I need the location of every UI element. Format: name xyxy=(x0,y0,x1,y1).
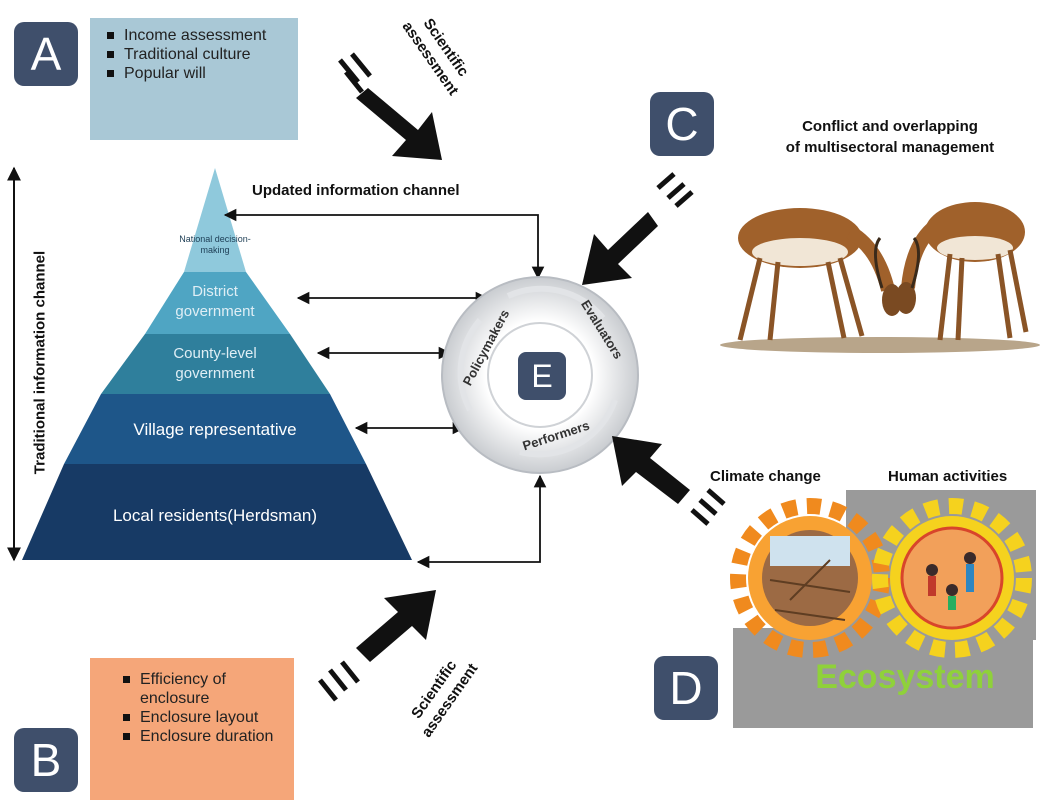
panel-a-item: Popular will xyxy=(102,64,292,83)
scientific-assessment-arrow-bottom xyxy=(318,590,436,702)
climate-change-label: Climate change xyxy=(710,468,821,485)
pyramid-label-county: County-level government xyxy=(173,345,257,382)
panel-c-badge: C xyxy=(650,92,714,156)
human-activities-label: Human activities xyxy=(888,468,1008,485)
pyramid-label-village: Village representative xyxy=(133,420,297,439)
pyramid-label-residents: Local residents(Herdsman) xyxy=(112,506,318,525)
scientific-assessment-arrow-top xyxy=(338,52,442,160)
panel-a-list: Income assessment Traditional culture Po… xyxy=(102,26,292,83)
panel-c-title: Conflict and overlapping of multisectora… xyxy=(740,116,1040,158)
fighting-gazelles-illustration xyxy=(720,202,1040,353)
ecosystem-illustration xyxy=(730,490,1036,728)
human-gear xyxy=(872,498,1032,658)
panel-c-title-line2: of multisectoral management xyxy=(785,139,995,156)
panel-b-item: Efficiency of enclosure xyxy=(118,670,288,708)
panel-b-box: Efficiency of enclosure Enclosure layout… xyxy=(90,658,294,800)
pyramid xyxy=(22,168,412,560)
pyramid-level-residents xyxy=(22,464,412,560)
traditional-channel-label: Traditional information channel xyxy=(31,250,49,475)
pyramid-level-district xyxy=(145,272,290,334)
panel-e-badge: E xyxy=(518,352,566,400)
panel-d-letter: D xyxy=(669,662,703,714)
pyramid-label-district: District government xyxy=(175,283,255,320)
updated-channel-label: Updated information channel xyxy=(252,182,460,199)
panel-c-title-line1: Conflict and overlapping xyxy=(802,118,978,135)
panel-b-list: Efficiency of enclosure Enclosure layout… xyxy=(118,670,288,746)
ecosystem-label: Ecosystem xyxy=(815,658,995,696)
panel-b-letter: B xyxy=(30,734,62,786)
panel-a-item: Income assessment xyxy=(102,26,292,45)
panel-c-letter: C xyxy=(665,98,699,150)
pyramid-level-national xyxy=(184,168,246,272)
panel-b-item: Enclosure layout xyxy=(118,708,288,727)
pyramid-label-national: National decision-making xyxy=(179,234,251,255)
panel-a-box: Income assessment Traditional culture Po… xyxy=(90,18,298,140)
panel-b-item: Enclosure duration xyxy=(118,727,288,746)
panel-a-badge: A xyxy=(14,22,78,86)
panel-e-letter: E xyxy=(531,357,553,394)
climate-human-arrow xyxy=(612,436,726,526)
panel-a-item: Traditional culture xyxy=(102,45,292,64)
panel-a-letter: A xyxy=(30,28,62,80)
climate-gear xyxy=(730,498,890,658)
panel-b-badge: B xyxy=(14,728,78,792)
panel-d-badge: D xyxy=(654,656,718,720)
updated-channel-top-arrow xyxy=(223,208,545,280)
pyramid-level-county xyxy=(101,334,330,394)
updated-channel-bottom-arrow xyxy=(416,474,547,569)
conflict-arrow xyxy=(582,172,694,285)
pyramid-level-village xyxy=(64,394,366,464)
